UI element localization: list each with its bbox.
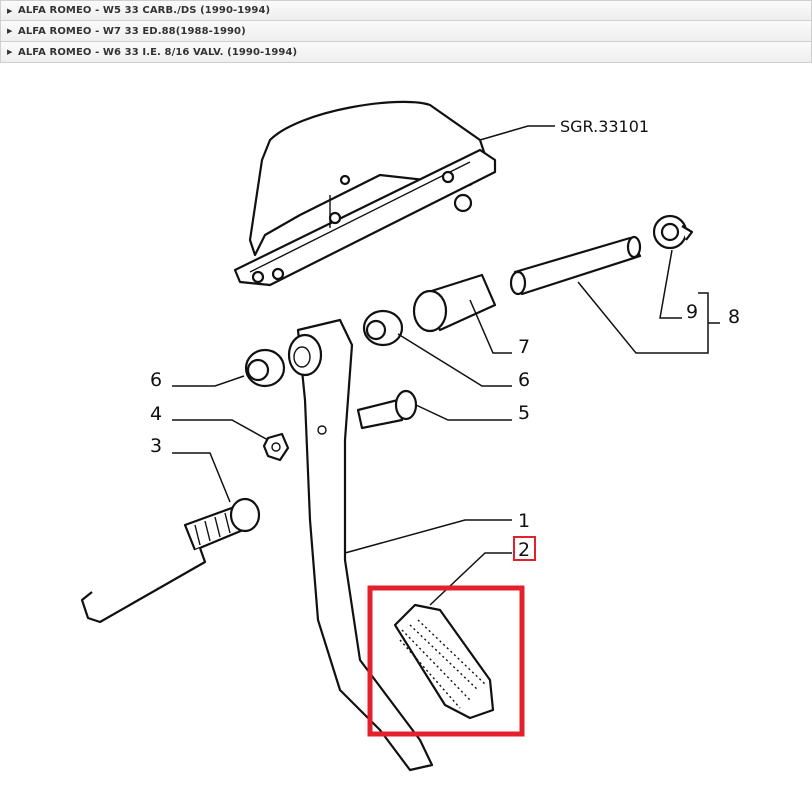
model-row-label: ALFA ROMEO - W6 33 I.E. 8/16 VALV. (1990…	[18, 46, 298, 58]
expand-triangle-icon: ▶	[7, 27, 13, 35]
callout-5[interactable]: 5	[518, 402, 530, 424]
leader-lines	[172, 125, 720, 606]
callout-1[interactable]: 1	[518, 510, 530, 532]
expand-triangle-icon: ▶	[7, 48, 13, 56]
pedal-pad-drawing	[393, 603, 495, 720]
washer-drawing	[244, 309, 404, 388]
expand-triangle-icon: ▶	[7, 6, 13, 15]
bolt-drawing	[356, 389, 418, 430]
model-list: ▶ ALFA ROMEO - W5 33 CARB./DS (1990-1994…	[0, 0, 812, 63]
return-spring-drawing	[80, 497, 261, 624]
callout-3[interactable]: 3	[150, 435, 162, 457]
selected-part-highlight	[367, 585, 525, 737]
model-row-w5[interactable]: ▶ ALFA ROMEO - W5 33 CARB./DS (1990-1994…	[0, 0, 812, 21]
callout-9[interactable]: 9	[686, 301, 698, 323]
callout-8[interactable]: 8	[728, 306, 740, 328]
bushing-drawing	[412, 273, 497, 333]
callout-2-box	[513, 536, 536, 561]
nut-drawing	[262, 432, 290, 462]
pivot-pin-drawing	[509, 235, 642, 296]
model-row-label: ALFA ROMEO - W5 33 CARB./DS (1990-1994)	[18, 5, 271, 16]
callout-7[interactable]: 7	[518, 336, 530, 358]
callout-6-left[interactable]: 6	[150, 369, 162, 391]
callout-6-right[interactable]: 6	[518, 369, 530, 391]
model-row-w6[interactable]: ▶ ALFA ROMEO - W6 33 I.E. 8/16 VALV. (19…	[0, 42, 812, 63]
model-row-label: ALFA ROMEO - W7 33 ED.88(1988-1990)	[18, 25, 246, 37]
model-row-w7[interactable]: ▶ ALFA ROMEO - W7 33 ED.88(1988-1990)	[0, 21, 812, 42]
callout-2[interactable]: 2	[518, 539, 530, 561]
parts-diagram: SGR.33101 1 2 3 4 5 6 6 7 8 9	[80, 100, 740, 772]
callout-4[interactable]: 4	[150, 403, 162, 425]
reference-label: SGR.33101	[560, 117, 649, 136]
spring-clip-drawing	[652, 214, 694, 250]
pedal-arm-drawing	[287, 318, 434, 772]
pedal-bracket-drawing	[233, 100, 497, 287]
